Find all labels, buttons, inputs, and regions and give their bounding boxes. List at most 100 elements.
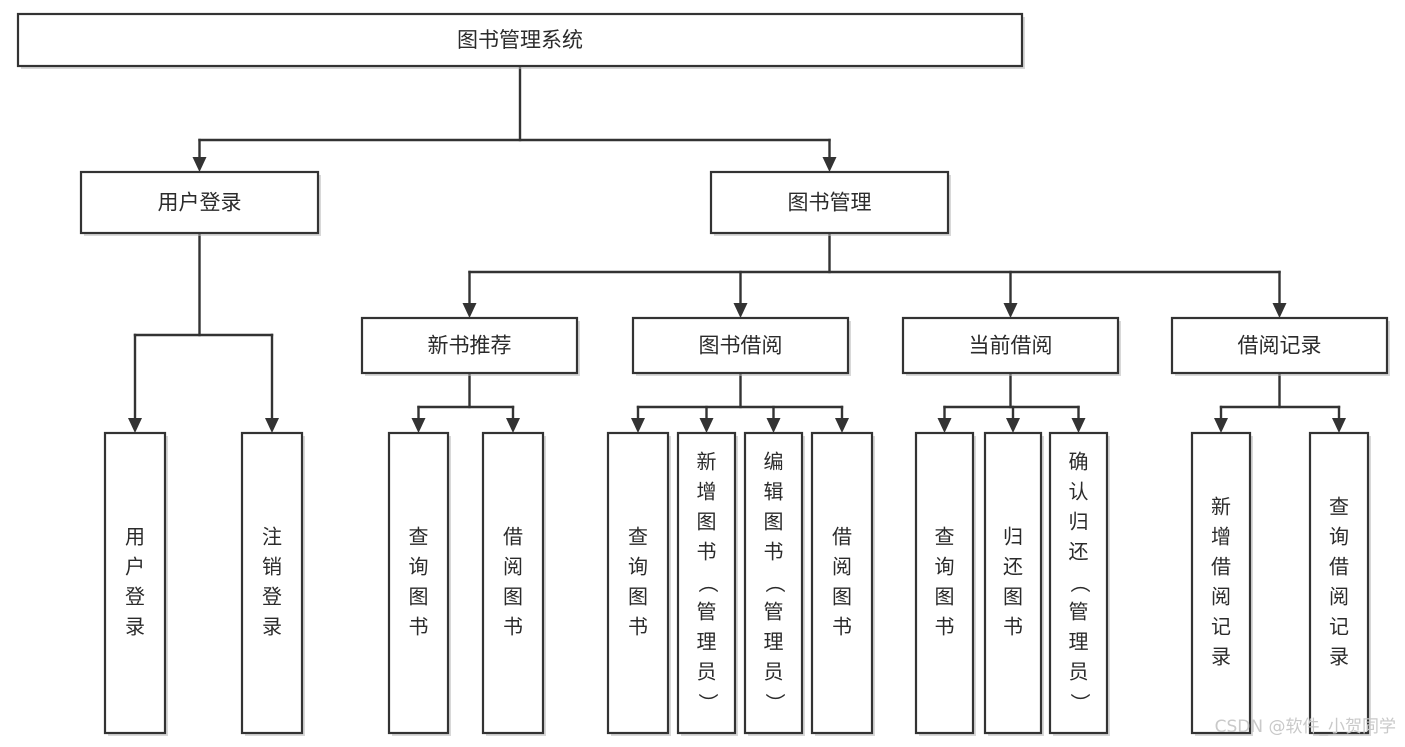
svg-text:图: 图 <box>764 510 784 534</box>
svg-text:确: 确 <box>1069 450 1089 474</box>
svg-text:询: 询 <box>628 555 648 579</box>
svg-text:借: 借 <box>503 525 523 549</box>
node-label-book-manage: 图书管理 <box>788 191 872 215</box>
svg-text:录: 录 <box>1329 645 1349 669</box>
svg-text:理: 理 <box>764 630 784 654</box>
svg-text:询: 询 <box>1329 525 1349 549</box>
svg-text:书: 书 <box>628 615 648 639</box>
node-book-borrow[interactable]: 图书借阅 <box>631 316 851 376</box>
svg-text:销: 销 <box>262 555 282 579</box>
svg-text:记: 记 <box>1329 615 1349 639</box>
svg-text:员: 员 <box>1069 660 1089 684</box>
svg-text:书: 书 <box>764 540 784 564</box>
svg-text:书: 书 <box>832 615 852 639</box>
node-label-book-borrow: 图书借阅 <box>699 334 783 358</box>
node-borrow-record[interactable]: 借阅记录 <box>1170 316 1390 376</box>
node-current-borrow[interactable]: 当前借阅 <box>901 316 1121 376</box>
svg-text:书: 书 <box>1003 615 1023 639</box>
svg-text:（: （ <box>696 573 720 593</box>
svg-text:图: 图 <box>935 585 955 609</box>
node-new-book-rec[interactable]: 新书推荐 <box>360 316 580 376</box>
svg-text:编: 编 <box>764 450 784 474</box>
svg-text:新: 新 <box>1211 495 1231 519</box>
node-label-user-login: 用户登录 <box>158 191 242 215</box>
svg-text:注: 注 <box>262 525 282 549</box>
svg-text:（: （ <box>763 573 787 593</box>
svg-text:新: 新 <box>697 450 717 474</box>
svg-text:登: 登 <box>125 585 145 609</box>
node-label-current-borrow: 当前借阅 <box>969 334 1053 358</box>
node-book-manage[interactable]: 图书管理 <box>709 170 951 236</box>
svg-text:增: 增 <box>1211 525 1231 549</box>
svg-text:图: 图 <box>503 585 523 609</box>
svg-text:辑: 辑 <box>764 480 784 504</box>
svg-text:阅: 阅 <box>503 555 523 579</box>
svg-text:书: 书 <box>697 540 717 564</box>
svg-text:理: 理 <box>697 630 717 654</box>
svg-text:书: 书 <box>503 615 523 639</box>
node-label-root: 图书管理系统 <box>457 28 583 52</box>
svg-text:书: 书 <box>409 615 429 639</box>
svg-text:归: 归 <box>1003 525 1023 549</box>
svg-text:管: 管 <box>764 600 784 624</box>
svg-text:图: 图 <box>832 585 852 609</box>
csdn-watermark: CSDN @软件_小贺同学 <box>1215 717 1396 737</box>
svg-text:借: 借 <box>1211 555 1231 579</box>
svg-text:户: 户 <box>125 555 145 579</box>
svg-text:阅: 阅 <box>832 555 852 579</box>
svg-text:阅: 阅 <box>1329 585 1349 609</box>
svg-text:）: ） <box>763 693 787 713</box>
svg-text:员: 员 <box>764 660 784 684</box>
node-leaf-user-login[interactable]: 用户登录 <box>103 431 168 736</box>
node-boxes-group: 图书管理系统用户登录图书管理新书推荐图书借阅当前借阅借阅记录用户登录注销登录查询… <box>16 12 1390 736</box>
svg-text:借: 借 <box>1329 555 1349 579</box>
svg-text:借: 借 <box>832 525 852 549</box>
svg-text:阅: 阅 <box>1211 585 1231 609</box>
svg-text:图: 图 <box>628 585 648 609</box>
svg-text:查: 查 <box>1329 495 1349 519</box>
svg-text:询: 询 <box>409 555 429 579</box>
svg-text:）: ） <box>696 693 720 713</box>
svg-text:（: （ <box>1068 573 1092 593</box>
node-label-borrow-record: 借阅记录 <box>1238 334 1322 358</box>
svg-text:录: 录 <box>1211 645 1231 669</box>
svg-text:图: 图 <box>1003 585 1023 609</box>
node-root[interactable]: 图书管理系统 <box>16 12 1025 69</box>
node-user-login[interactable]: 用户登录 <box>79 170 321 236</box>
svg-text:录: 录 <box>125 615 145 639</box>
svg-text:查: 查 <box>409 525 429 549</box>
svg-text:图: 图 <box>697 510 717 534</box>
svg-text:还: 还 <box>1069 540 1089 564</box>
svg-text:询: 询 <box>935 555 955 579</box>
svg-text:图: 图 <box>409 585 429 609</box>
svg-text:增: 增 <box>697 480 717 504</box>
svg-text:归: 归 <box>1069 510 1089 534</box>
svg-text:查: 查 <box>935 525 955 549</box>
svg-text:）: ） <box>1068 693 1092 713</box>
svg-text:员: 员 <box>697 660 717 684</box>
